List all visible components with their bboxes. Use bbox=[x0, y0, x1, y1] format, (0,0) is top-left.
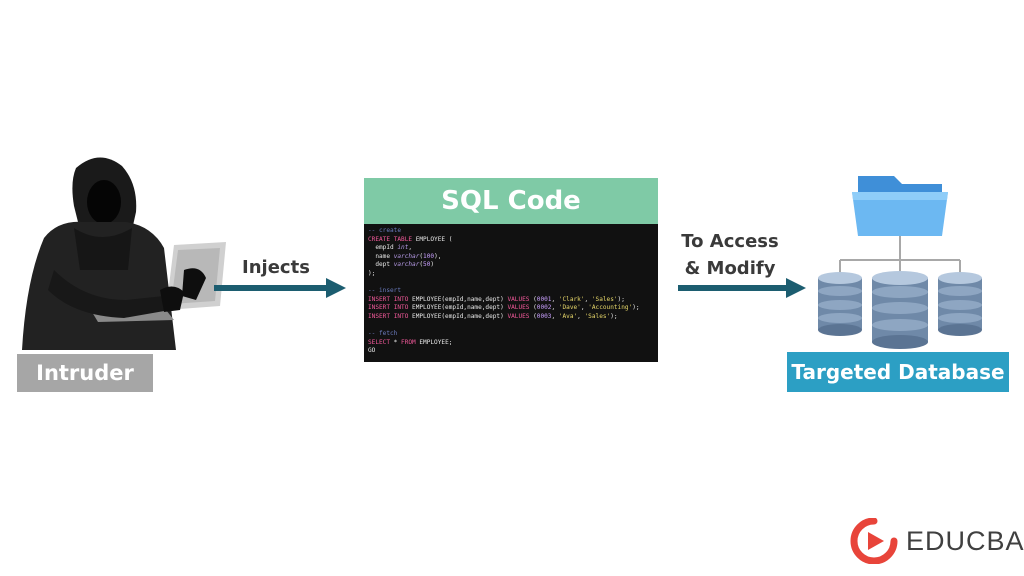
access-label-line2: & Modify bbox=[684, 258, 776, 279]
educba-logo: EDUCBA bbox=[850, 518, 1024, 564]
injects-label: Injects bbox=[242, 257, 310, 278]
sql-code-panel: SQL Code -- create CREATE TABLE EMPLOYEE… bbox=[364, 178, 658, 362]
injects-arrow bbox=[214, 278, 346, 298]
sql-code-title: SQL Code bbox=[364, 178, 658, 224]
code-line: dept varchar(50) bbox=[368, 261, 435, 269]
sql-code-editor: -- create CREATE TABLE EMPLOYEE ( empId … bbox=[364, 224, 658, 362]
code-line: ); bbox=[368, 269, 376, 277]
code-comment: -- fetch bbox=[368, 330, 398, 338]
code-comment: -- create bbox=[368, 227, 402, 234]
educba-play-logo-icon bbox=[850, 518, 898, 564]
code-line: INSERT INTO EMPLOYEE(empId,name,dept) VA… bbox=[368, 312, 618, 320]
code-comment: -- insert bbox=[368, 287, 402, 295]
code-line: CREATE TABLE EMPLOYEE ( bbox=[368, 235, 453, 243]
intruder-label: Intruder bbox=[17, 354, 153, 392]
code-line: empId int, bbox=[368, 244, 413, 252]
code-line: name varchar(100), bbox=[368, 252, 442, 260]
educba-brand-text: EDUCBA bbox=[906, 526, 1024, 556]
sql-code-block: -- create CREATE TABLE EMPLOYEE ( empId … bbox=[364, 224, 658, 359]
targeted-database-label: Targeted Database bbox=[787, 352, 1009, 392]
code-line: INSERT INTO EMPLOYEE(empId,name,dept) VA… bbox=[368, 295, 625, 303]
access-label-line1: To Access bbox=[681, 231, 779, 252]
intruder-hacker-icon bbox=[22, 157, 226, 350]
code-line: SELECT * FROM EMPLOYEE; bbox=[368, 338, 453, 346]
access-modify-label: To Access & Modify bbox=[670, 228, 790, 282]
database-icon bbox=[818, 176, 982, 349]
code-line: INSERT INTO EMPLOYEE(empId,name,dept) VA… bbox=[368, 304, 640, 312]
access-arrow bbox=[678, 278, 806, 298]
code-line: GO bbox=[368, 347, 376, 355]
